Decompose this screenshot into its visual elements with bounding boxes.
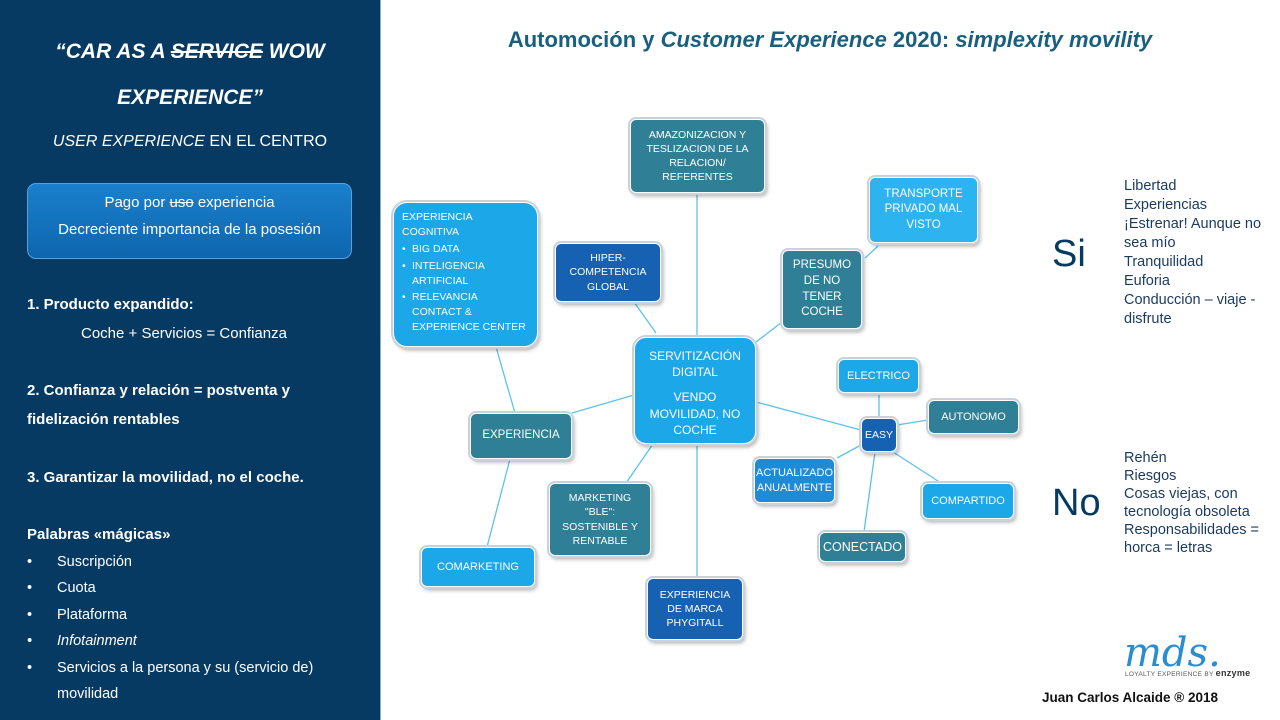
payment-line-2: Decreciente importancia de la posesión — [58, 221, 321, 238]
marketing-ble-node: MARKETING "BLE": SOSTENIBLE Y RENTABLE — [549, 483, 651, 556]
si-list: Libertad Experiencias ¡Estrenar! Aunque … — [1124, 177, 1264, 329]
connector-line — [495, 346, 516, 414]
logo-wordmark: mds. — [1124, 630, 1221, 676]
si-item: Conducción – viaje - disfrute — [1124, 292, 1256, 327]
center-line-2: VENDO MOVILIDAD, NO COCHE — [649, 390, 741, 437]
cognitiva-item: RELEVANCIA CONTACT & EXPERIENCE CENTER — [402, 290, 529, 334]
connector-line — [755, 321, 783, 343]
magic-words-title: Palabras «mágicas» — [27, 526, 171, 543]
magic-word: Servicios a la persona y su (servicio de… — [27, 655, 367, 708]
logo-subtitle: LOYALTY EXPERIENCE BY enzyme — [1125, 668, 1251, 678]
no-item: Riesgos — [1124, 468, 1177, 484]
connector-line — [486, 458, 511, 548]
comarketing-node: COMARKETING — [421, 547, 535, 587]
cognitiva-title: EXPERIENCIA COGNITIVA — [402, 211, 473, 238]
actualizado-node: ACTUALIZADO ANUALMENTE — [754, 458, 835, 503]
cognitiva-item: INTELIGENCIA ARTIFICIAL — [402, 259, 529, 288]
subtitle: USER EXPERIENCE EN EL CENTRO — [52, 133, 328, 150]
quote-line-2: EXPERIENCE” — [117, 86, 263, 109]
connector-line — [571, 394, 635, 414]
point-1-title: 1. Producto expandido: — [27, 296, 194, 313]
payment-line-1: Pago por uso experiencia — [104, 194, 275, 211]
connector-line — [892, 451, 942, 484]
point-3: 3. Garantizar la movilidad, no el coche. — [27, 469, 304, 486]
transporte-node: TRANSPORTE PRIVADO MAL VISTO — [869, 177, 978, 243]
no-list: Rehén Riesgos Cosas viejas, con tecnolog… — [1124, 449, 1264, 557]
mds-logo: mds. — [1124, 630, 1221, 676]
connector-line — [633, 301, 657, 334]
compartido-node: COMPARTIDO — [922, 483, 1014, 519]
point-2-line-1: 2. Confianza y relación = postventa y — [27, 382, 290, 399]
experiencia-node: EXPERIENCIA — [470, 413, 572, 459]
electrico-node: ELECTRICO — [838, 359, 919, 393]
conectado-node: CONECTADO — [819, 532, 906, 562]
si-item: Libertad — [1124, 178, 1177, 194]
si-item: Experiencias — [1124, 197, 1208, 213]
si-item: Tranquilidad — [1124, 254, 1204, 270]
magic-word: Suscripción — [27, 549, 367, 576]
autonomo-node: AUTONOMO — [928, 400, 1019, 434]
magic-word: Infotainment — [27, 628, 367, 655]
connector-line — [864, 245, 879, 259]
connector-line — [836, 444, 862, 459]
hipercompetencia-node: HIPER-COMPETENCIA GLOBAL — [555, 243, 661, 302]
page-title: Automoción y Customer Experience 2020: s… — [507, 27, 1153, 52]
connector-line — [625, 443, 654, 484]
point-2-line-2: fidelización rentables — [27, 411, 180, 428]
amazonizacion-node: AMAZONIZACION Y TESLIZACION DE LA RELACI… — [630, 119, 765, 193]
no-item: Cosas viejas, con tecnología obsoleta — [1124, 486, 1250, 520]
easy-node: EASY — [861, 418, 897, 452]
center-line-1: SERVITIZACIÓN DIGITAL — [649, 349, 741, 380]
no-label: No — [1052, 482, 1101, 524]
experiencia-cognitiva-node: EXPERIENCIA COGNITIVA BIG DATA INTELIGEN… — [393, 202, 538, 347]
magic-word: Plataforma — [27, 602, 367, 629]
connector-line — [863, 451, 876, 533]
connector-line — [755, 401, 862, 431]
si-label: Si — [1052, 233, 1086, 275]
experiencia-marca-node: EXPERIENCIA DE MARCA PHYGITALL — [647, 578, 743, 640]
author-footer: Juan Carlos Alcaide ® 2018 — [1042, 690, 1219, 705]
presumo-node: PRESUMO DE NO TENER COCHE — [782, 250, 862, 329]
left-panel: “CAR AS A SERVICE WOW EXPERIENCE” USER E… — [0, 0, 381, 720]
si-item: Euforia — [1124, 273, 1170, 289]
payment-box: Pago por uso experiencia Decreciente imp… — [27, 183, 352, 259]
no-item: Rehén — [1124, 450, 1167, 466]
cognitiva-item: BIG DATA — [402, 242, 529, 257]
magic-word: Cuota — [27, 575, 367, 602]
servitizacion-center-node: SERVITIZACIÓN DIGITAL VENDO MOVILIDAD, N… — [634, 337, 756, 444]
magic-words-list: Suscripción Cuota Plataforma Infotainmen… — [27, 549, 367, 707]
connector-line — [896, 419, 929, 426]
quote-line-1: “CAR AS A SERVICE WOW — [55, 40, 325, 63]
no-item: Responsabilidades = horca = letras — [1124, 522, 1260, 556]
si-item: ¡Estrenar! Aunque no sea mío — [1124, 216, 1262, 251]
point-1-body: Coche + Servicios = Confianza — [81, 325, 287, 342]
